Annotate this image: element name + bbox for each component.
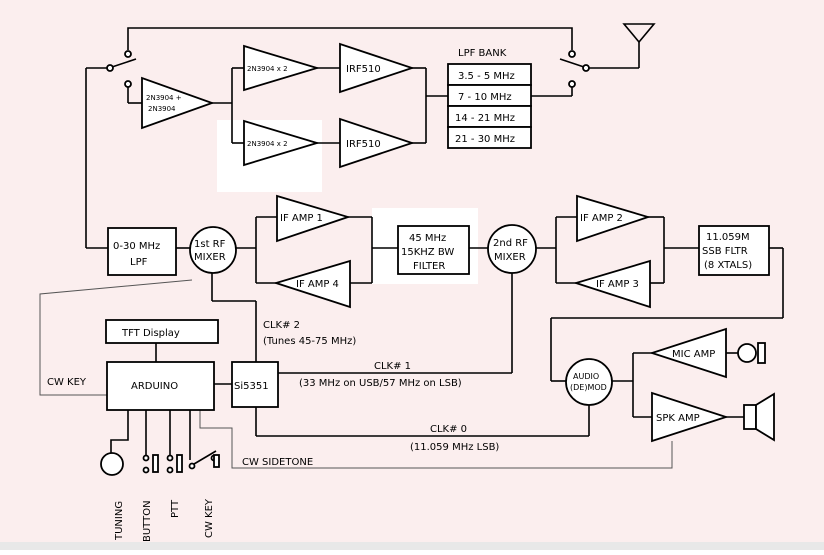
if-amp-1-label: IF AMP 1 bbox=[280, 213, 323, 224]
ssb-filter-label-2: SSB FLTR bbox=[702, 246, 748, 257]
if-amp-2-label: IF AMP 2 bbox=[580, 213, 623, 224]
cw-key-switch-icon bbox=[188, 450, 220, 470]
input-label-button: BUTTON bbox=[142, 500, 153, 542]
speaker-icon bbox=[743, 392, 775, 442]
audio-label-1: AUDIO bbox=[573, 372, 599, 381]
si5351-label: Si5351 bbox=[234, 381, 269, 392]
mic-amp-triangle bbox=[649, 327, 727, 379]
audio-label-2: (DE)MOD bbox=[570, 383, 607, 392]
final-bottom-label: IRF510 bbox=[346, 139, 381, 150]
input-label-tuning: TUNING bbox=[114, 501, 125, 541]
mixer-1-label-1: 1st RF bbox=[194, 239, 226, 250]
rx-lpf-label-2: LPF bbox=[130, 257, 148, 268]
lpf-band-3: 14 - 21 MHz bbox=[455, 113, 515, 124]
button-switch-icon bbox=[142, 454, 159, 474]
spk-amp-triangle bbox=[651, 391, 729, 443]
if-amp-4-label: IF AMP 4 bbox=[296, 279, 339, 290]
audio-demod-circle bbox=[565, 358, 613, 406]
arduino-label: ARDUINO bbox=[131, 381, 178, 392]
mic-amp-label: MIC AMP bbox=[672, 349, 715, 360]
cw-sidetone-label: CW SIDETONE bbox=[242, 457, 313, 468]
wires bbox=[39, 23, 784, 469]
ssb-filter-label-1: 11.059M bbox=[706, 232, 750, 243]
final-bottom-triangle bbox=[339, 117, 415, 169]
final-top-triangle bbox=[339, 42, 415, 94]
clk2-label-2: (Tunes 45-75 MHz) bbox=[263, 336, 356, 347]
mixer-1-label-2: MIXER bbox=[194, 252, 226, 263]
mixer-2-label-2: MIXER bbox=[494, 252, 526, 263]
input-label-ptt: PTT bbox=[170, 499, 181, 518]
lpf-bank-title: LPF BANK bbox=[458, 48, 507, 59]
ssb-filter-box bbox=[698, 225, 770, 276]
clk2-label-1: CLK# 2 bbox=[263, 320, 300, 331]
lpf-band-2: 7 - 10 MHz bbox=[458, 92, 512, 103]
final-top-label: IRF510 bbox=[346, 64, 381, 75]
filter-45-box bbox=[397, 225, 470, 275]
clk0-label-1: CLK# 0 bbox=[430, 424, 467, 435]
ptt-switch-icon bbox=[166, 454, 183, 474]
lpf-band-4-box bbox=[447, 126, 532, 149]
filter-45-label-1: 45 MHz bbox=[409, 233, 446, 244]
if-amp-2-triangle bbox=[576, 194, 651, 243]
filter-45-label-2: 15KHZ BW bbox=[401, 247, 454, 258]
mixer-1-circle bbox=[189, 226, 237, 274]
tft-display-box bbox=[105, 319, 219, 344]
microphone-icon bbox=[737, 342, 766, 364]
tft-display-label: TFT Display bbox=[121, 328, 180, 339]
driver-amp-label-1: 2N3904 + bbox=[146, 94, 182, 102]
lpf-band-4: 21 - 30 MHz bbox=[455, 134, 515, 145]
clk1-label-1: CLK# 1 bbox=[374, 361, 411, 372]
driver-amp-triangle bbox=[141, 76, 215, 130]
si5351-box bbox=[231, 361, 279, 408]
mixer-2-label-1: 2nd RF bbox=[493, 238, 528, 249]
predriver-bottom-label: 2N3904 x 2 bbox=[247, 140, 288, 148]
rx-lpf-label-1: 0-30 MHz bbox=[113, 241, 160, 252]
arduino-box bbox=[106, 361, 215, 411]
mixer-2-circle bbox=[487, 224, 537, 274]
clk1-label-2: (33 MHz on USB/57 MHz on LSB) bbox=[299, 378, 462, 389]
ssb-filter-label-3: (8 XTALS) bbox=[704, 260, 752, 271]
cw-key-line-label: CW KEY bbox=[47, 377, 87, 388]
input-label-cw-key: CW KEY bbox=[204, 498, 215, 538]
if-amp-3-triangle bbox=[572, 259, 651, 309]
driver-amp-label-2: 2N3904 bbox=[148, 105, 176, 113]
if-amp-3-label: IF AMP 3 bbox=[596, 279, 639, 290]
tr-switch-right bbox=[559, 50, 590, 88]
predriver-top-label: 2N3904 x 2 bbox=[247, 65, 288, 73]
tr-switch-left bbox=[106, 50, 137, 88]
predriver-top-triangle bbox=[243, 44, 321, 92]
if-amp-1-triangle bbox=[276, 194, 351, 243]
rx-lpf-box bbox=[107, 227, 177, 276]
spk-amp-label: SPK AMP bbox=[656, 413, 700, 424]
predriver-bottom-triangle bbox=[243, 119, 321, 167]
if-amp-4-triangle bbox=[272, 259, 351, 309]
filter-45-label-3: FILTER bbox=[413, 261, 445, 272]
background-bottom-strip bbox=[0, 542, 824, 550]
clk0-label-2: (11.059 MHz LSB) bbox=[410, 442, 499, 453]
lpf-band-1: 3.5 - 5 MHz bbox=[458, 71, 515, 82]
tuning-knob-icon bbox=[100, 452, 124, 476]
lpf-bank: 3.5 - 5 MHz 7 - 10 MHz 14 - 21 MHz 21 - … bbox=[447, 63, 532, 149]
